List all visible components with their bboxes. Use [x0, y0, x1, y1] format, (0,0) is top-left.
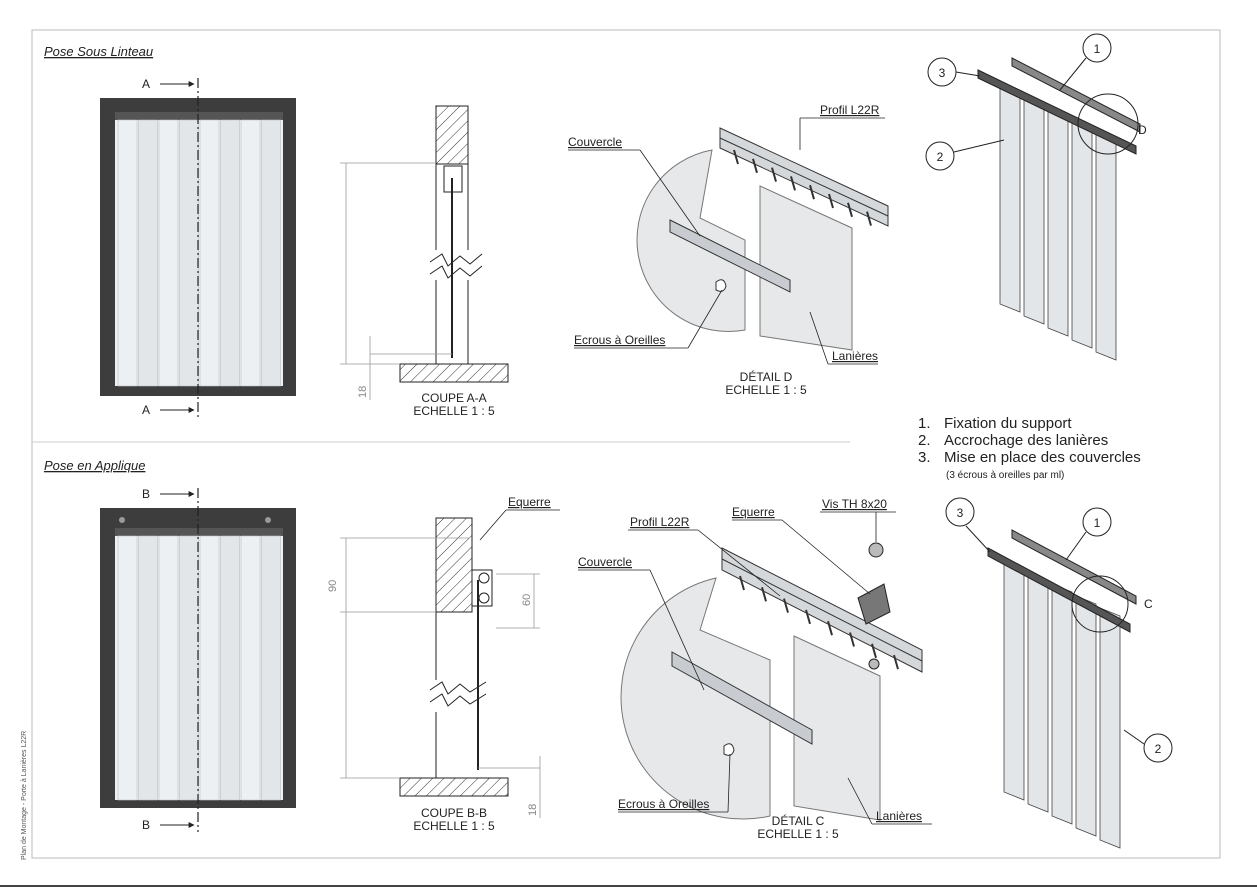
iso-strip [1099, 607, 1121, 849]
section-b-scale: ECHELLE 1 : 5 [413, 819, 495, 833]
section-b-b: 90 60 18 Equerre COUPE B-B ECHELLE 1 : 5 [327, 495, 560, 833]
section-b-caption: COUPE B-B [421, 806, 487, 820]
step-3-num: 3. [918, 449, 931, 466]
profile-peg [827, 620, 833, 636]
dim-18-bottom: 18 [527, 804, 539, 816]
curtain-strip [117, 535, 138, 801]
isometric-view-top: D 1 3 2 [925, 33, 1147, 361]
profile-peg [783, 598, 789, 613]
section-a-a: 18 COUPE A-A ECHELLE 1 : 5 [340, 105, 509, 418]
step-2-text: Accrochage des lanières [944, 432, 1108, 449]
section-title-top: Pose Sous Linteau [44, 44, 153, 59]
label-couvercle-d: Couvercle [568, 135, 622, 149]
detail-marker-c: C [1144, 597, 1153, 611]
profile-peg [847, 202, 853, 218]
label-profil-d: Profil L22R [820, 103, 880, 117]
profile-peg [752, 158, 758, 174]
profile-peg [733, 149, 739, 165]
profile-peg [866, 211, 872, 226]
balloon-3-top: 3 [939, 66, 946, 80]
detail-d-scale: ECHELLE 1 : 5 [725, 383, 807, 397]
balloon-1-bottom: 1 [1094, 516, 1101, 530]
dim-18-top: 18 [357, 386, 369, 398]
curtain-strip [240, 535, 261, 801]
iso-strip [999, 83, 1021, 313]
step-1-text: Fixation du support [944, 415, 1072, 432]
iso-strip [1047, 107, 1069, 337]
iso-strip [1051, 583, 1073, 825]
iso-strip [1003, 559, 1025, 801]
curtain-strip [117, 119, 138, 387]
label-lanieres-d: Lanières [832, 349, 878, 363]
iso-strip [1071, 119, 1093, 349]
step-2-num: 2. [918, 432, 931, 449]
dim-60: 60 [521, 594, 533, 606]
profile-peg [790, 176, 796, 191]
curtain-strip [199, 535, 220, 801]
label-ecrous-c: Ecrous à Oreilles [618, 797, 709, 811]
detail-c: Profil L22R Equerre Vis TH 8x20 Couvercl… [578, 497, 932, 841]
balloon-2-bottom: 2 [1155, 742, 1162, 756]
profile-peg [761, 587, 767, 602]
front-view-bottom: B B [100, 487, 296, 832]
detail-marker-d: D [1138, 123, 1147, 137]
label-ecrous-d: Ecrous à Oreilles [574, 333, 665, 347]
section-a-scale: ECHELLE 1 : 5 [413, 404, 495, 418]
step-3-text: Mise en place des couvercles [944, 449, 1141, 466]
assembly-steps: 1. Fixation du support 2. Accrochage des… [918, 415, 1141, 481]
curtain-strip [261, 535, 281, 801]
section-title-bottom: Pose en Applique [44, 458, 145, 473]
detail-d: Profil L22R Couvercle Ecrous à Oreilles … [568, 103, 889, 397]
side-label: Plan de Montage - Porte à Lanières L22R [21, 731, 28, 860]
profile-peg [739, 575, 745, 591]
cut-label-b-bottom: B [142, 818, 150, 832]
iso-strip [1095, 131, 1117, 361]
profile-peg [828, 193, 834, 209]
curtain-strip [240, 119, 261, 387]
cut-label-a-top: A [142, 77, 150, 91]
profile-peg [893, 654, 899, 670]
curtain-strip [179, 119, 199, 387]
iso-strip [1075, 595, 1097, 837]
profile-peg [849, 632, 855, 647]
cut-label-b-top: B [142, 487, 150, 501]
iso-strip [1023, 95, 1045, 325]
curtain-strip [220, 119, 240, 387]
curtain-strip [220, 535, 240, 801]
balloon-2-top: 2 [937, 150, 944, 164]
step-note: (3 écrous à oreilles par ml) [946, 470, 1064, 481]
curtain-strip [261, 119, 281, 387]
section-a-caption: COUPE A-A [421, 391, 486, 405]
detail-d-caption: DÉTAIL D [740, 369, 793, 384]
curtain-strip [158, 119, 179, 387]
detail-c-caption: DÉTAIL C [772, 813, 825, 828]
curtain-strip [179, 535, 199, 801]
label-couvercle-c: Couvercle [578, 555, 632, 569]
profile-peg [771, 167, 777, 182]
isometric-view-bottom: C 1 3 2 [945, 497, 1173, 849]
label-equerre-c: Equerre [732, 505, 775, 519]
profile-peg [871, 643, 877, 659]
curtain-strip [199, 119, 220, 387]
step-1-num: 1. [918, 415, 931, 432]
dim-90: 90 [327, 580, 339, 592]
detail-c-scale: ECHELLE 1 : 5 [757, 827, 839, 841]
profile-peg [805, 609, 811, 625]
label-vis: Vis TH 8x20 [822, 497, 887, 511]
label-profil-c: Profil L22R [630, 515, 690, 529]
label-equerre-section: Equerre [508, 495, 551, 509]
curtain-strip [138, 119, 158, 387]
balloon-3-bottom: 3 [957, 506, 964, 520]
curtain-strip [158, 535, 179, 801]
iso-strip [1027, 571, 1049, 813]
front-view-top: A A [100, 77, 296, 418]
balloon-1-top: 1 [1094, 42, 1101, 56]
label-lanieres-c: Lanières [876, 809, 922, 823]
cut-label-a-bottom: A [142, 403, 150, 417]
profile-peg [809, 184, 815, 200]
curtain-strip [138, 535, 158, 801]
sheet-border [31, 29, 1221, 859]
